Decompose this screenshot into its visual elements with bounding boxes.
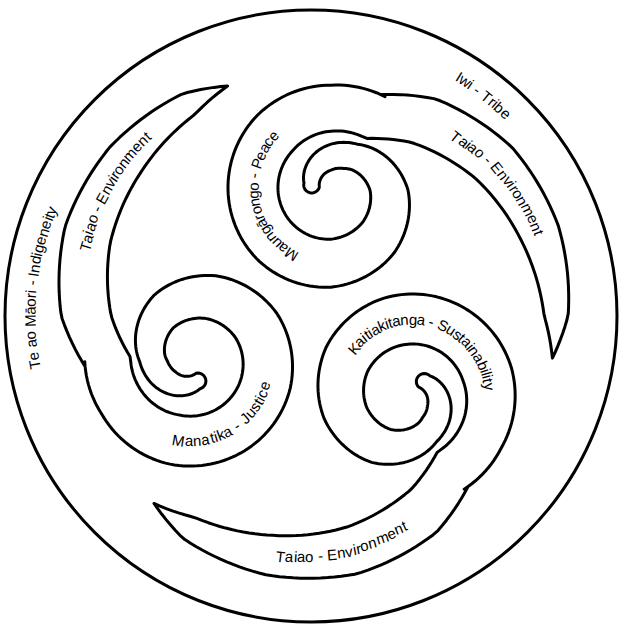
circle-border bbox=[5, 10, 617, 622]
label-glyph: i bbox=[23, 289, 38, 294]
label-glyph: - bbox=[246, 171, 262, 179]
koru-label: Kaitiakitanga - Sustainability bbox=[340, 305, 504, 400]
koru-border bbox=[154, 294, 515, 578]
label-glyph: o bbox=[245, 181, 260, 190]
label-glyph: n bbox=[400, 312, 409, 328]
label-glyph: a bbox=[185, 433, 194, 448]
label-glyph: e bbox=[25, 351, 41, 361]
label-glyph: M bbox=[171, 432, 186, 449]
label-glyph: o bbox=[23, 331, 39, 340]
label-glyph: o bbox=[23, 297, 38, 306]
koru-label: Taiao - Environment bbox=[71, 122, 160, 261]
koru-label: Manatika - Justice bbox=[165, 372, 279, 455]
koru-label: Maungārongo - Peace bbox=[239, 121, 305, 268]
koru-label: Taiao - Environment bbox=[267, 511, 418, 571]
label-glyph: - bbox=[24, 280, 39, 287]
label-glyph: - bbox=[318, 548, 324, 563]
koru-border bbox=[59, 86, 293, 466]
label-glyph: ā bbox=[22, 306, 37, 315]
label-glyph: a bbox=[23, 339, 39, 349]
label-glyph: M bbox=[22, 314, 37, 327]
label-glyph bbox=[314, 549, 318, 564]
ring-label: Te ao Māori - Indigeneity bbox=[16, 196, 65, 379]
label-glyph bbox=[23, 327, 38, 332]
label-glyph: o bbox=[305, 549, 313, 564]
label-glyph: T bbox=[275, 548, 286, 564]
label-glyph: a bbox=[416, 312, 427, 328]
label-glyph: g bbox=[245, 190, 260, 199]
label-glyph: - bbox=[427, 314, 436, 330]
koru-label: Taiao - Environment bbox=[442, 122, 553, 246]
label-glyph: a bbox=[285, 549, 295, 565]
label-glyph: y bbox=[482, 382, 498, 391]
label-glyph: a bbox=[297, 549, 306, 564]
outer-circle: Te ao Māori - IndigeneityIwi - TribeMaun… bbox=[1, 6, 621, 626]
ring-label: Iwi - Tribe bbox=[445, 63, 520, 127]
